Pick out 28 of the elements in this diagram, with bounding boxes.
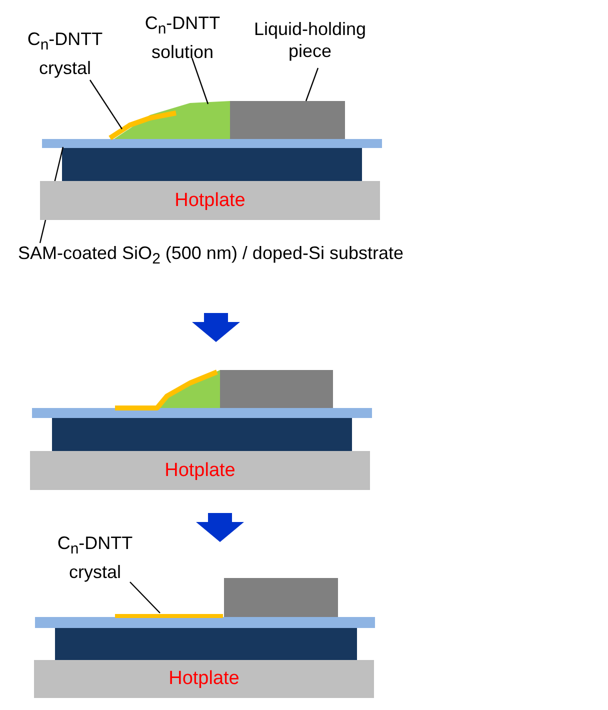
crystal-film <box>108 110 176 140</box>
hotplate-block <box>40 181 380 220</box>
sam-layer <box>35 617 375 628</box>
hotplate-label: Hotplate <box>168 668 240 690</box>
callout-label: C$_{n}$-DNTT crystal <box>45 532 145 583</box>
callout-label: C$_{n}$-DNTT solution <box>130 12 235 63</box>
hotplate-label: Hotplate <box>164 460 236 482</box>
hotplate-label: Hotplate <box>174 190 246 212</box>
hotplate-block <box>30 451 370 490</box>
holding-piece <box>230 101 345 139</box>
sam-layer <box>42 139 382 148</box>
leader-line <box>305 68 319 102</box>
leader-line <box>130 582 160 614</box>
substrate-layer <box>62 148 362 181</box>
solution-shape <box>114 101 230 139</box>
substrate-layer <box>52 418 352 451</box>
callout-label: C$_{n}$-DNTT crystal <box>20 28 110 79</box>
leader-line <box>191 58 209 104</box>
hotplate-block <box>34 660 374 698</box>
callout-label: Liquid-holding piece <box>240 18 380 62</box>
crystal-film <box>115 370 218 410</box>
callout-label: SAM-coated SiO$_{2}$ (500 nm) / doped-Si substrate <box>18 242 408 271</box>
substrate-layer <box>55 628 357 660</box>
crystal-film <box>115 614 223 618</box>
leader-line <box>90 80 122 130</box>
sam-layer <box>32 408 372 418</box>
holding-piece <box>224 578 338 617</box>
holding-piece <box>220 370 333 408</box>
